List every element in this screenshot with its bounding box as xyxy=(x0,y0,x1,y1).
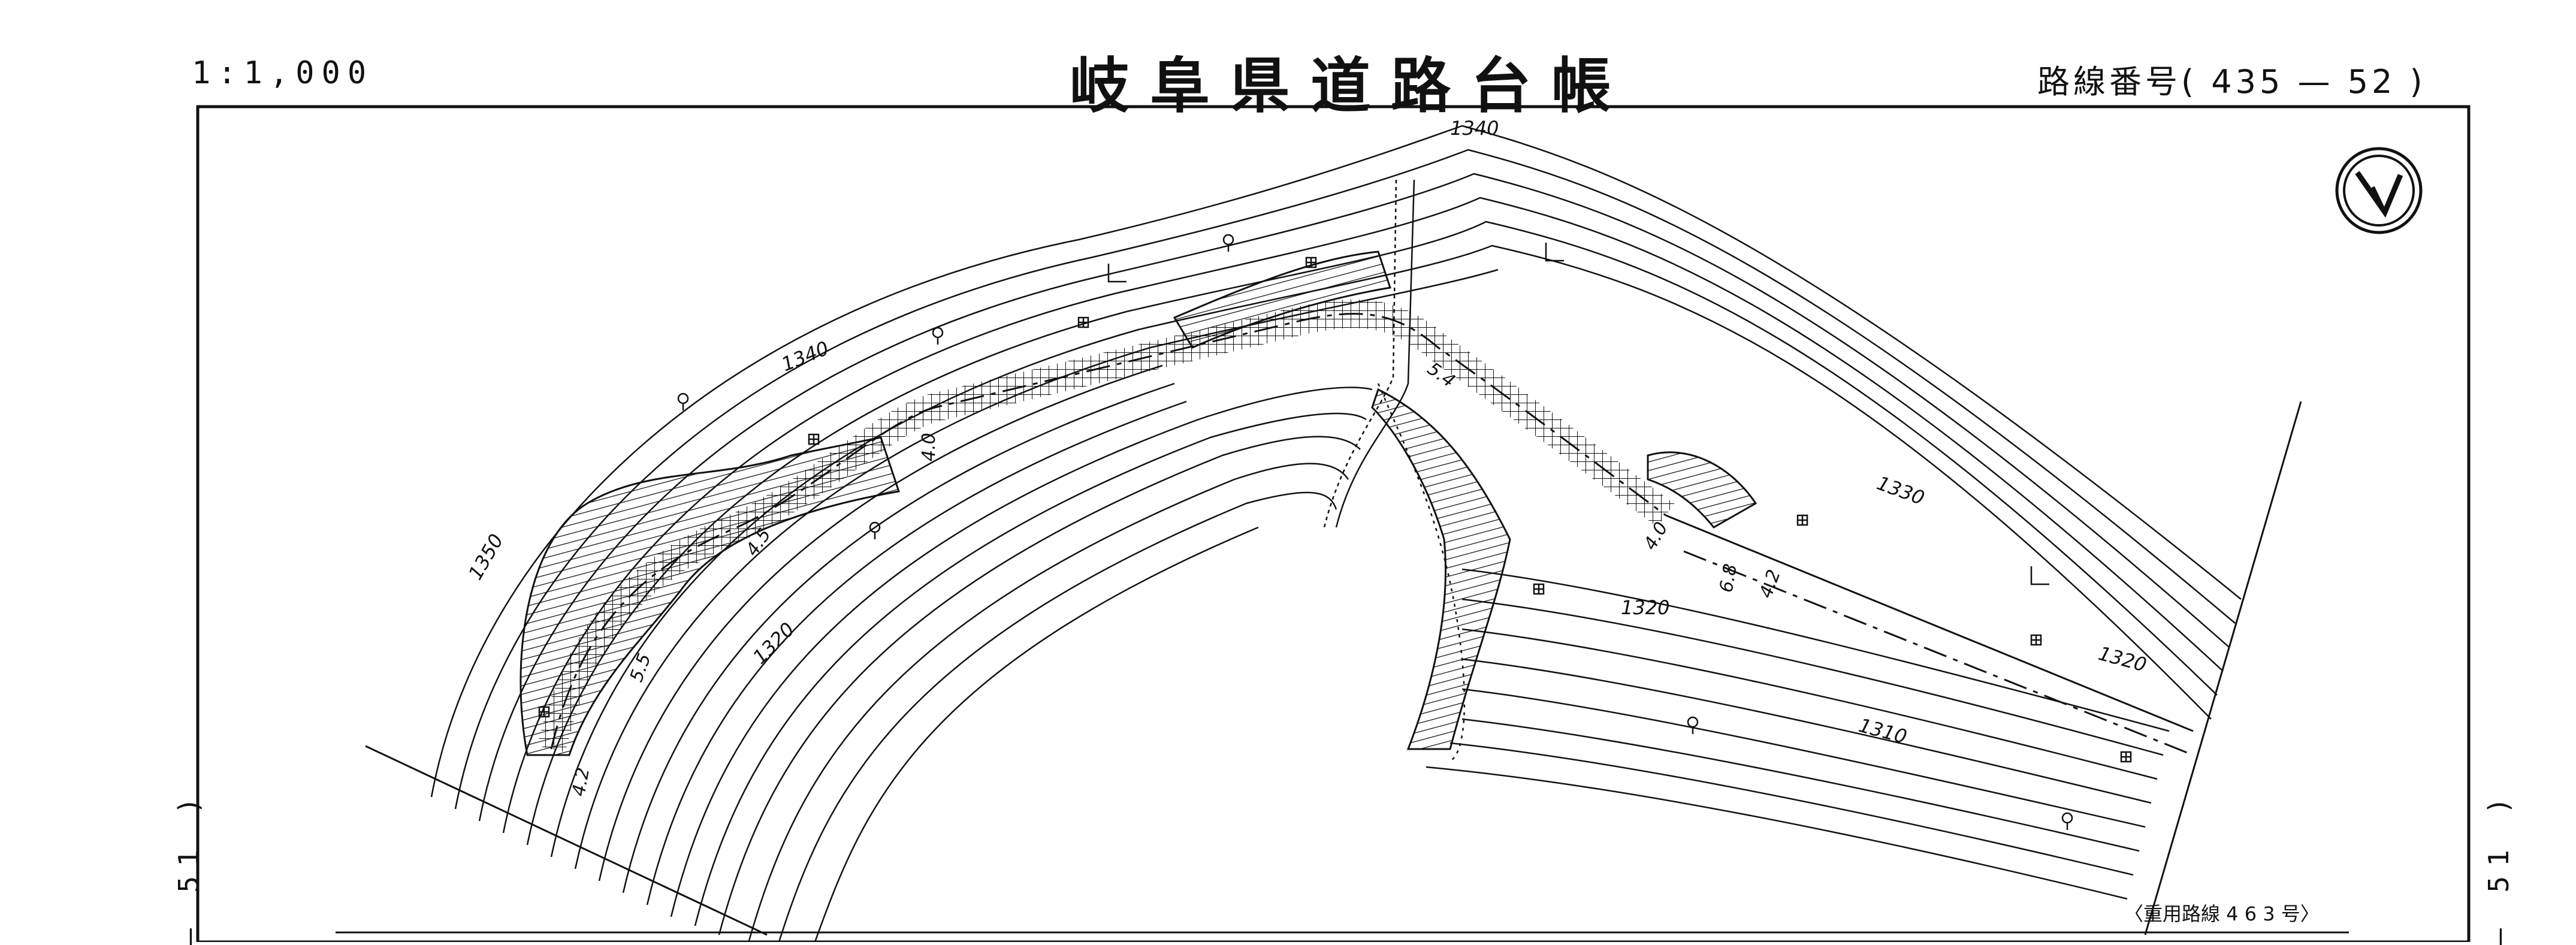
road-surface xyxy=(537,299,2194,756)
conifer-symbol-icon xyxy=(2030,566,2049,585)
contour-label: 1320 xyxy=(748,618,799,668)
land-use-symbols xyxy=(538,234,2132,830)
road-width-label: 5.5 xyxy=(626,651,656,685)
contour-label: 1310 xyxy=(1856,714,1909,748)
contour-label: 1340 xyxy=(778,337,832,376)
road-width-label: 4.2 xyxy=(1756,567,1785,601)
sheet-boundary-right xyxy=(2144,401,2302,935)
road-width-label: 4.0 xyxy=(1640,518,1672,554)
contour-label: 1340 xyxy=(1450,117,1499,140)
map-frame xyxy=(196,105,2471,942)
field-symbol-icon xyxy=(2120,751,2132,763)
field-symbol-icon xyxy=(1305,256,1317,268)
field-symbol-icon xyxy=(1533,583,1545,595)
field-symbol-icon xyxy=(1796,514,1808,526)
broadleaf-tree-icon xyxy=(2061,812,2073,830)
broadleaf-tree-icon xyxy=(1687,716,1699,734)
field-symbol-icon xyxy=(1077,316,1089,328)
road-width-label: 4.2 xyxy=(568,766,594,798)
map-scale: 1:1,000 xyxy=(192,55,374,91)
overlap-route-note: 〈重用路線 4 6 3 号〉 xyxy=(2124,902,2320,925)
road-width-label: 4.0 xyxy=(919,433,940,461)
contour-label: 1320 xyxy=(2096,642,2149,677)
conifer-symbol-icon xyxy=(1107,264,1127,283)
route-number: 路線番号( 435 — 52 ) xyxy=(2037,63,2426,101)
broadleaf-tree-icon xyxy=(932,327,944,345)
stream xyxy=(1323,179,1466,762)
slope-hatching xyxy=(520,250,1757,756)
broadleaf-tree-icon xyxy=(677,393,689,410)
contour-label: 1330 xyxy=(1874,472,1928,510)
broadleaf-tree-icon xyxy=(869,521,881,539)
road-width-label: 6.8 xyxy=(1716,562,1741,594)
sheet-boundary-left xyxy=(365,745,768,936)
contour-label: 1320 xyxy=(1621,596,1669,619)
contour-labels: 1340 1340 1350 1330 1320 1320 1320 1310 xyxy=(464,117,2149,748)
broadleaf-tree-icon xyxy=(1222,234,1234,252)
field-symbol-icon xyxy=(2030,634,2042,646)
field-symbol-icon xyxy=(538,706,550,718)
contour-label: 1350 xyxy=(464,530,508,584)
field-symbol-icon xyxy=(808,433,820,445)
road-width-labels: 4.0 4.0 4.2 6.8 4.5 5.5 5.4 4.2 xyxy=(568,358,1784,798)
page-title: 岐阜県道路台帳 xyxy=(1070,51,1632,121)
north-arrow-icon xyxy=(2335,147,2423,234)
conifer-symbol-icon xyxy=(1545,243,1564,262)
